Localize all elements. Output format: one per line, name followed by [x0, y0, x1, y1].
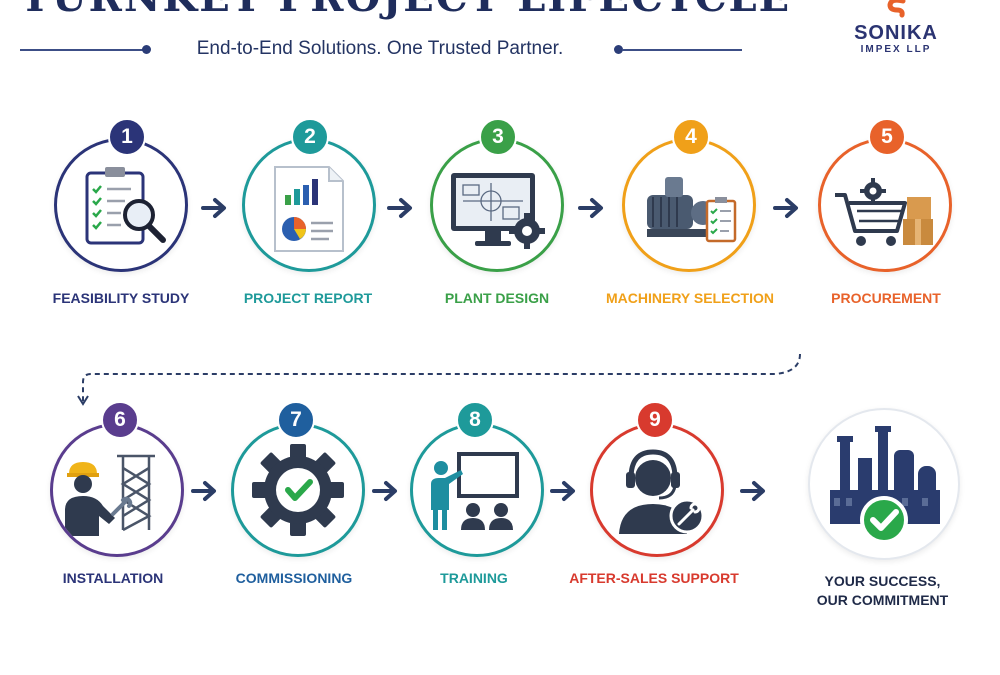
blueprint-monitor-icon: [451, 173, 545, 249]
logo-name: SONIKA: [854, 22, 938, 44]
report-chart-icon: [274, 166, 344, 252]
final-label-line-1: YOUR SUCCESS,: [824, 573, 941, 589]
step-8-circle: [410, 423, 544, 557]
step-7-badge: 7: [277, 401, 315, 439]
final-label-line-2: OUR COMMITMENT: [816, 592, 949, 608]
arrow-8-9: [550, 481, 575, 501]
arrow-7-8: [372, 481, 397, 501]
step-6-badge: 6: [101, 401, 139, 439]
arrow-1-2: [201, 198, 226, 218]
tagline-rule-left: [20, 49, 145, 51]
clipboard-magnifier-icon: [85, 167, 166, 245]
step-7-label: COMMISSIONING: [235, 570, 353, 586]
arrow-4-5: [773, 198, 798, 218]
gear-check-icon: [252, 444, 344, 536]
step-9-badge: 9: [636, 401, 674, 439]
step-3-label: PLANT DESIGN: [444, 290, 550, 306]
step-4-circle: [622, 138, 756, 272]
tagline-dot-left: [142, 45, 151, 54]
tagline-rule-right: [622, 49, 742, 51]
step-4-label: MACHINERY SELECTION: [605, 290, 774, 306]
tagline-dot-right: [614, 45, 623, 54]
step-6-label: INSTALLATION: [62, 570, 164, 586]
arrow-6-7: [191, 481, 216, 501]
step-6-circle: [50, 423, 184, 557]
step-8-badge: 8: [456, 401, 494, 439]
step-5-badge: 5: [868, 118, 906, 156]
step-1-circle: [54, 138, 188, 272]
step-5-circle: [818, 138, 952, 272]
step-1-badge: 1: [108, 118, 146, 156]
presentation-icon: [431, 452, 519, 530]
factory-check-icon: [830, 426, 940, 544]
row-connector: [77, 353, 801, 406]
step-2-badge: 2: [291, 118, 329, 156]
step-3-badge: 3: [479, 118, 517, 156]
step-5-label: PROCUREMENT: [831, 290, 941, 306]
arrow-2-3: [387, 198, 412, 218]
shopping-cart-icon: [835, 178, 933, 246]
step-7-circle: [231, 423, 365, 557]
step-2-label: PROJECT REPORT: [243, 290, 373, 306]
step-3-circle: [430, 138, 564, 272]
step-8-label: TRAINING: [440, 570, 508, 586]
logo-mark-icon: [887, 0, 906, 18]
final-circle: [808, 408, 960, 560]
arrow-3-4: [578, 198, 603, 218]
page-title: TURNKEY PROJECT LIFECYCLE: [20, 0, 789, 21]
pump-machine-icon: [647, 177, 737, 243]
step-4-badge: 4: [672, 118, 710, 156]
company-logo: SONIKA IMPEX LLP: [846, 0, 946, 58]
logo-subtitle: IMPEX LLP: [860, 44, 932, 55]
tagline: End-to-End Solutions. One Trusted Partne…: [196, 38, 564, 59]
step-9-label: AFTER-SALES SUPPORT: [569, 570, 739, 586]
final-label: YOUR SUCCESS, OUR COMMITMENT: [800, 572, 965, 610]
step-9-circle: [590, 423, 724, 557]
step-2-circle: [242, 138, 376, 272]
headset-support-icon: [619, 449, 705, 534]
worker-tower-icon: [65, 454, 155, 536]
arrow-9-final: [740, 481, 765, 501]
step-1-label: FEASIBILITY STUDY: [52, 290, 190, 306]
